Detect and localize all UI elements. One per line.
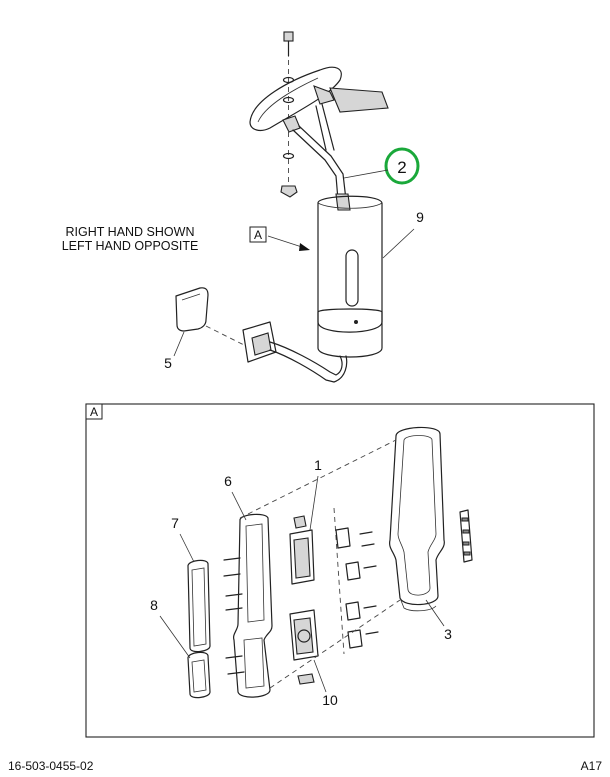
support-rod [292,103,351,211]
convex-mirror-glass [187,651,211,699]
leader-8 [159,615,191,659]
mounting-bolt [280,31,298,198]
callout-1: 1 [314,457,322,473]
glass-frame [223,513,273,698]
highlight-circle [384,147,420,185]
detail-a-tag: A [85,403,103,420]
mirror-housing [389,426,445,612]
callout-2: 2 [397,158,406,177]
retainer-strip [459,509,473,563]
svg-text:A: A [90,405,98,419]
view-a-reference: A [249,226,310,251]
leader-9 [382,228,415,259]
leader-1 [309,475,319,531]
svg-text:A: A [254,228,262,242]
motor-plate-lower [289,609,319,685]
drawing-number: 16-503-0455-02 [8,759,94,773]
note-line-1: RIGHT HAND SHOWN [66,225,195,239]
upper-mount-assembly [249,31,389,211]
mirror-bracket-arm [249,66,389,133]
callout-8: 8 [150,597,158,613]
mirror-head [317,195,383,358]
detail-a-frame [85,403,595,738]
note-line-2: LEFT HAND OPPOSITE [62,239,199,253]
leader-5 [173,331,185,357]
callout-3: 3 [444,626,452,642]
callout-5: 5 [164,355,172,371]
callout-7: 7 [171,515,179,531]
leader-10 [313,659,327,693]
callout-9: 9 [416,209,424,225]
flat-mirror-glass [187,559,211,653]
leader-3 [425,599,445,627]
callout-10: 10 [322,692,338,708]
motor-plate-upper [289,515,315,585]
mounting-clips [333,507,379,655]
mirror-cover [175,287,245,346]
alignment-lines [239,439,401,689]
callout-6: 6 [224,473,232,489]
sheet-number: A17 [581,759,603,773]
leader-7 [179,533,195,563]
leader-6 [231,491,247,521]
lower-mount-arm [242,321,348,383]
leader-2 [343,169,389,179]
